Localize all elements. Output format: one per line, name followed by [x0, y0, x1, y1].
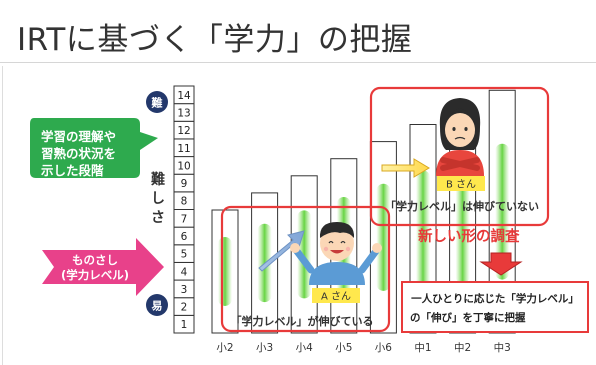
- grade-label: 小4: [296, 342, 313, 354]
- student-a-name: A さん: [321, 291, 351, 303]
- ruler-arrow: ものさし (学力レベル): [42, 238, 164, 296]
- level-cell: [173, 85, 195, 105]
- level-label: 13: [177, 107, 190, 119]
- down-arrow: [479, 252, 523, 276]
- growth-arrow-a: [258, 230, 305, 272]
- level-label: 5: [181, 249, 188, 261]
- new-survey-text-1: 一人ひとりに応じた「学力レベル」: [411, 292, 579, 305]
- understanding-callout-line-1: 学習の理解や: [41, 129, 116, 144]
- grade-labels: 小2 小3 小4 小5 小6 中1 中2 中3: [216, 341, 510, 354]
- understanding-callout: 学習の理解や 習熟の状況を 示した段階: [30, 118, 158, 178]
- title-divider: [0, 62, 596, 63]
- slide-title: IRTに基づく「学力」の把握: [17, 22, 413, 58]
- grade-label: 中3: [494, 341, 511, 354]
- ability-range-glow: [495, 143, 510, 280]
- hard-badge-text: 難: [152, 96, 163, 110]
- difficulty-axis-label: 難 し さ: [151, 171, 165, 226]
- ruler-arrow-line-1: ものさし: [72, 253, 118, 267]
- new-survey-label: 新しい形の調査: [418, 227, 520, 245]
- grade-label: 小3: [256, 342, 273, 354]
- grade-label: 小6: [375, 342, 392, 354]
- level-label: 4: [181, 266, 188, 278]
- ability-range-glow: [416, 170, 430, 288]
- new-survey-box: 一人ひとりに応じた「学力レベル」 の「伸び」を丁寧に把握: [401, 281, 589, 333]
- student-a-group: A さん 「学力レベル」が伸びている: [220, 205, 391, 333]
- student-b-group: B さん 「学力レベル」は伸びていない: [369, 86, 550, 227]
- student-b-name: B さん: [446, 179, 476, 191]
- flat-arrow-b: [381, 158, 430, 178]
- hard-badge: 難: [146, 91, 168, 113]
- slide-left-edge: [2, 66, 3, 365]
- level-label: 3: [181, 284, 188, 296]
- level-label: 7: [181, 213, 188, 225]
- new-survey-text-2: の「伸び」を丁寧に把握: [410, 311, 526, 324]
- difficulty-axis-char-2: し: [151, 191, 165, 207]
- level-label: 6: [181, 231, 188, 243]
- understanding-callout-line-3: 示した段階: [40, 163, 104, 178]
- student-b-figure: [436, 98, 484, 176]
- level-label: 10: [177, 160, 190, 172]
- ability-range-glow: [218, 237, 232, 306]
- easy-badge: 易: [146, 294, 168, 316]
- grade-label: 小5: [335, 342, 352, 354]
- level-label: 12: [177, 125, 190, 137]
- difficulty-axis-char-3: さ: [151, 210, 165, 226]
- grade-label: 中2: [454, 341, 471, 354]
- student-a-caption: 「学力レベル」が伸びている: [231, 314, 374, 328]
- student-b-caption: 「学力レベル」は伸びていない: [385, 199, 539, 213]
- level-label: 1: [181, 319, 188, 331]
- level-label: 9: [181, 178, 188, 190]
- ruler-arrow-line-2: (学力レベル): [61, 268, 129, 282]
- understanding-callout-line-2: 習熟の状況を: [41, 146, 116, 161]
- level-label: 8: [181, 196, 188, 208]
- difficulty-axis-char-1: 難: [151, 171, 165, 188]
- grade-label: 小2: [216, 342, 233, 354]
- student-a-figure: [290, 222, 382, 285]
- easy-badge-text: 易: [152, 300, 163, 313]
- grade-label: 中1: [414, 341, 431, 354]
- level-label: 14: [177, 90, 191, 102]
- level-label: 2: [181, 302, 188, 314]
- level-label: 11: [177, 143, 190, 155]
